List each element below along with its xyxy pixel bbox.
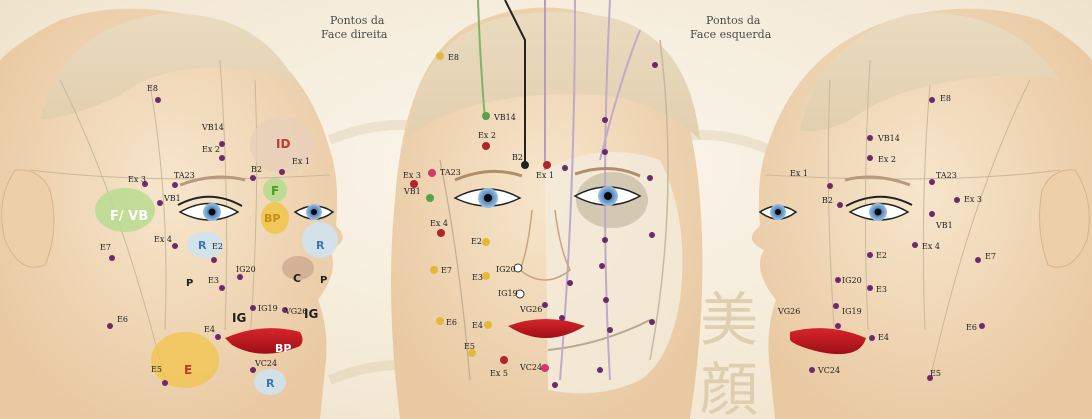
caption-left-line2: Face esquerda [690,28,772,41]
pt-r-b2: B2 [251,165,262,174]
pt-r-e4: E4 [204,325,215,334]
pt-l-e5: E5 [930,369,941,378]
pt-c-ig19: IG19 [498,289,518,298]
caption-right-line1: Pontos da [330,14,385,27]
pt-l-vg26: VG26 [777,307,800,316]
pt-l-e3: E3 [876,285,887,294]
zone-id-label: ID [276,137,290,151]
pt-c-ex1: Ex 1 [536,171,554,180]
pt-l-e6: E6 [966,323,977,332]
pt-r-vc24: VC24 [254,359,277,368]
pt-c-ex3: Ex 3 [403,171,421,180]
zone-f-vb-label: F/ VB [110,209,148,224]
pt-c-e6: E6 [446,318,457,327]
pt-r-e3: E3 [208,276,219,285]
pt-r-vb1: VB1 [163,194,181,203]
pt-c-ex5: Ex 5 [490,369,508,378]
pt-l-ex1: Ex 1 [790,169,808,178]
pt-r-ex3: Ex 3 [128,175,146,184]
pt-r-ig20: IG20 [236,265,256,274]
pt-c-ta23: TA23 [440,168,461,177]
face-left-profile [752,0,1092,419]
pt-c-vg26: VG26 [519,305,542,314]
pt-c-e7: E7 [441,266,452,275]
pt-c-e4: E4 [472,321,483,330]
zone-r-chin-label: R [266,377,275,390]
zone-bp-cheek-label: BP [264,212,280,225]
pt-l-e4: E4 [878,333,889,342]
kanji-watermark-bottom: 顔 [700,356,758,419]
pt-r-ta23: TA23 [174,171,195,180]
zone-f-label: F [271,184,279,198]
pt-c-vc24: VC24 [519,363,542,372]
pt-c-b2: B2 [512,153,523,162]
pt-c-vb1: VB1 [403,187,421,196]
pt-r-ig19: IG19 [258,304,278,313]
pt-l-b2: B2 [822,196,833,205]
pt-r-vb14: VB14 [201,123,224,132]
zone-r-cheek-label: R [198,239,207,252]
pt-r-e2: E2 [212,242,223,251]
pt-c-e8: E8 [448,53,459,62]
pt-l-ig20: IG20 [842,276,862,285]
pt-c-ex2: Ex 2 [478,131,496,140]
pt-r-ex2: Ex 2 [202,145,220,154]
pt-r-e8: E8 [147,84,158,93]
zone-bp-lip-label: BP [275,342,291,355]
pt-r-ex4: Ex 4 [154,235,172,244]
pt-l-ex2: Ex 2 [878,155,896,164]
zone-c-label: C [293,272,301,285]
pt-l-ex4: Ex 4 [922,242,940,251]
pt-r-e6: E6 [117,315,128,324]
zone-p-right-label: P [320,275,327,286]
pt-r-e7: E7 [100,243,111,252]
pt-l-ig19: IG19 [842,307,862,316]
face-right-profile [0,0,343,419]
pt-l-e2: E2 [876,251,887,260]
pt-c-vb14: VB14 [493,113,516,122]
zone-ig-left-label: IG [232,311,246,325]
pt-c-e2: E2 [471,237,482,246]
pt-l-vb1: VB1 [935,221,953,230]
pt-c-e5: E5 [464,342,475,351]
pt-c-ex4: Ex 4 [430,219,448,228]
pt-c-e3: E3 [472,273,483,282]
pt-l-ta23: TA23 [936,171,957,180]
pt-l-e7: E7 [985,252,996,261]
pt-l-ex3: Ex 3 [964,195,982,204]
pt-r-ex1: Ex 1 [292,157,310,166]
caption-left-line1: Pontos da [706,14,761,27]
kanji-watermark-top: 美 [700,286,758,354]
zone-p-left-label: P [186,278,193,289]
pt-l-vb14: VB14 [877,134,900,143]
zone-e-label: E [184,363,192,377]
pt-r-vg26: VG26 [284,307,307,316]
pt-c-ig20: IG20 [496,265,516,274]
zone-r-right-label: R [316,239,325,252]
caption-right-line2: Face direita [321,28,388,41]
pt-r-e5: E5 [151,365,162,374]
pt-l-e8: E8 [940,94,951,103]
pt-l-vc24: VC24 [817,366,840,375]
